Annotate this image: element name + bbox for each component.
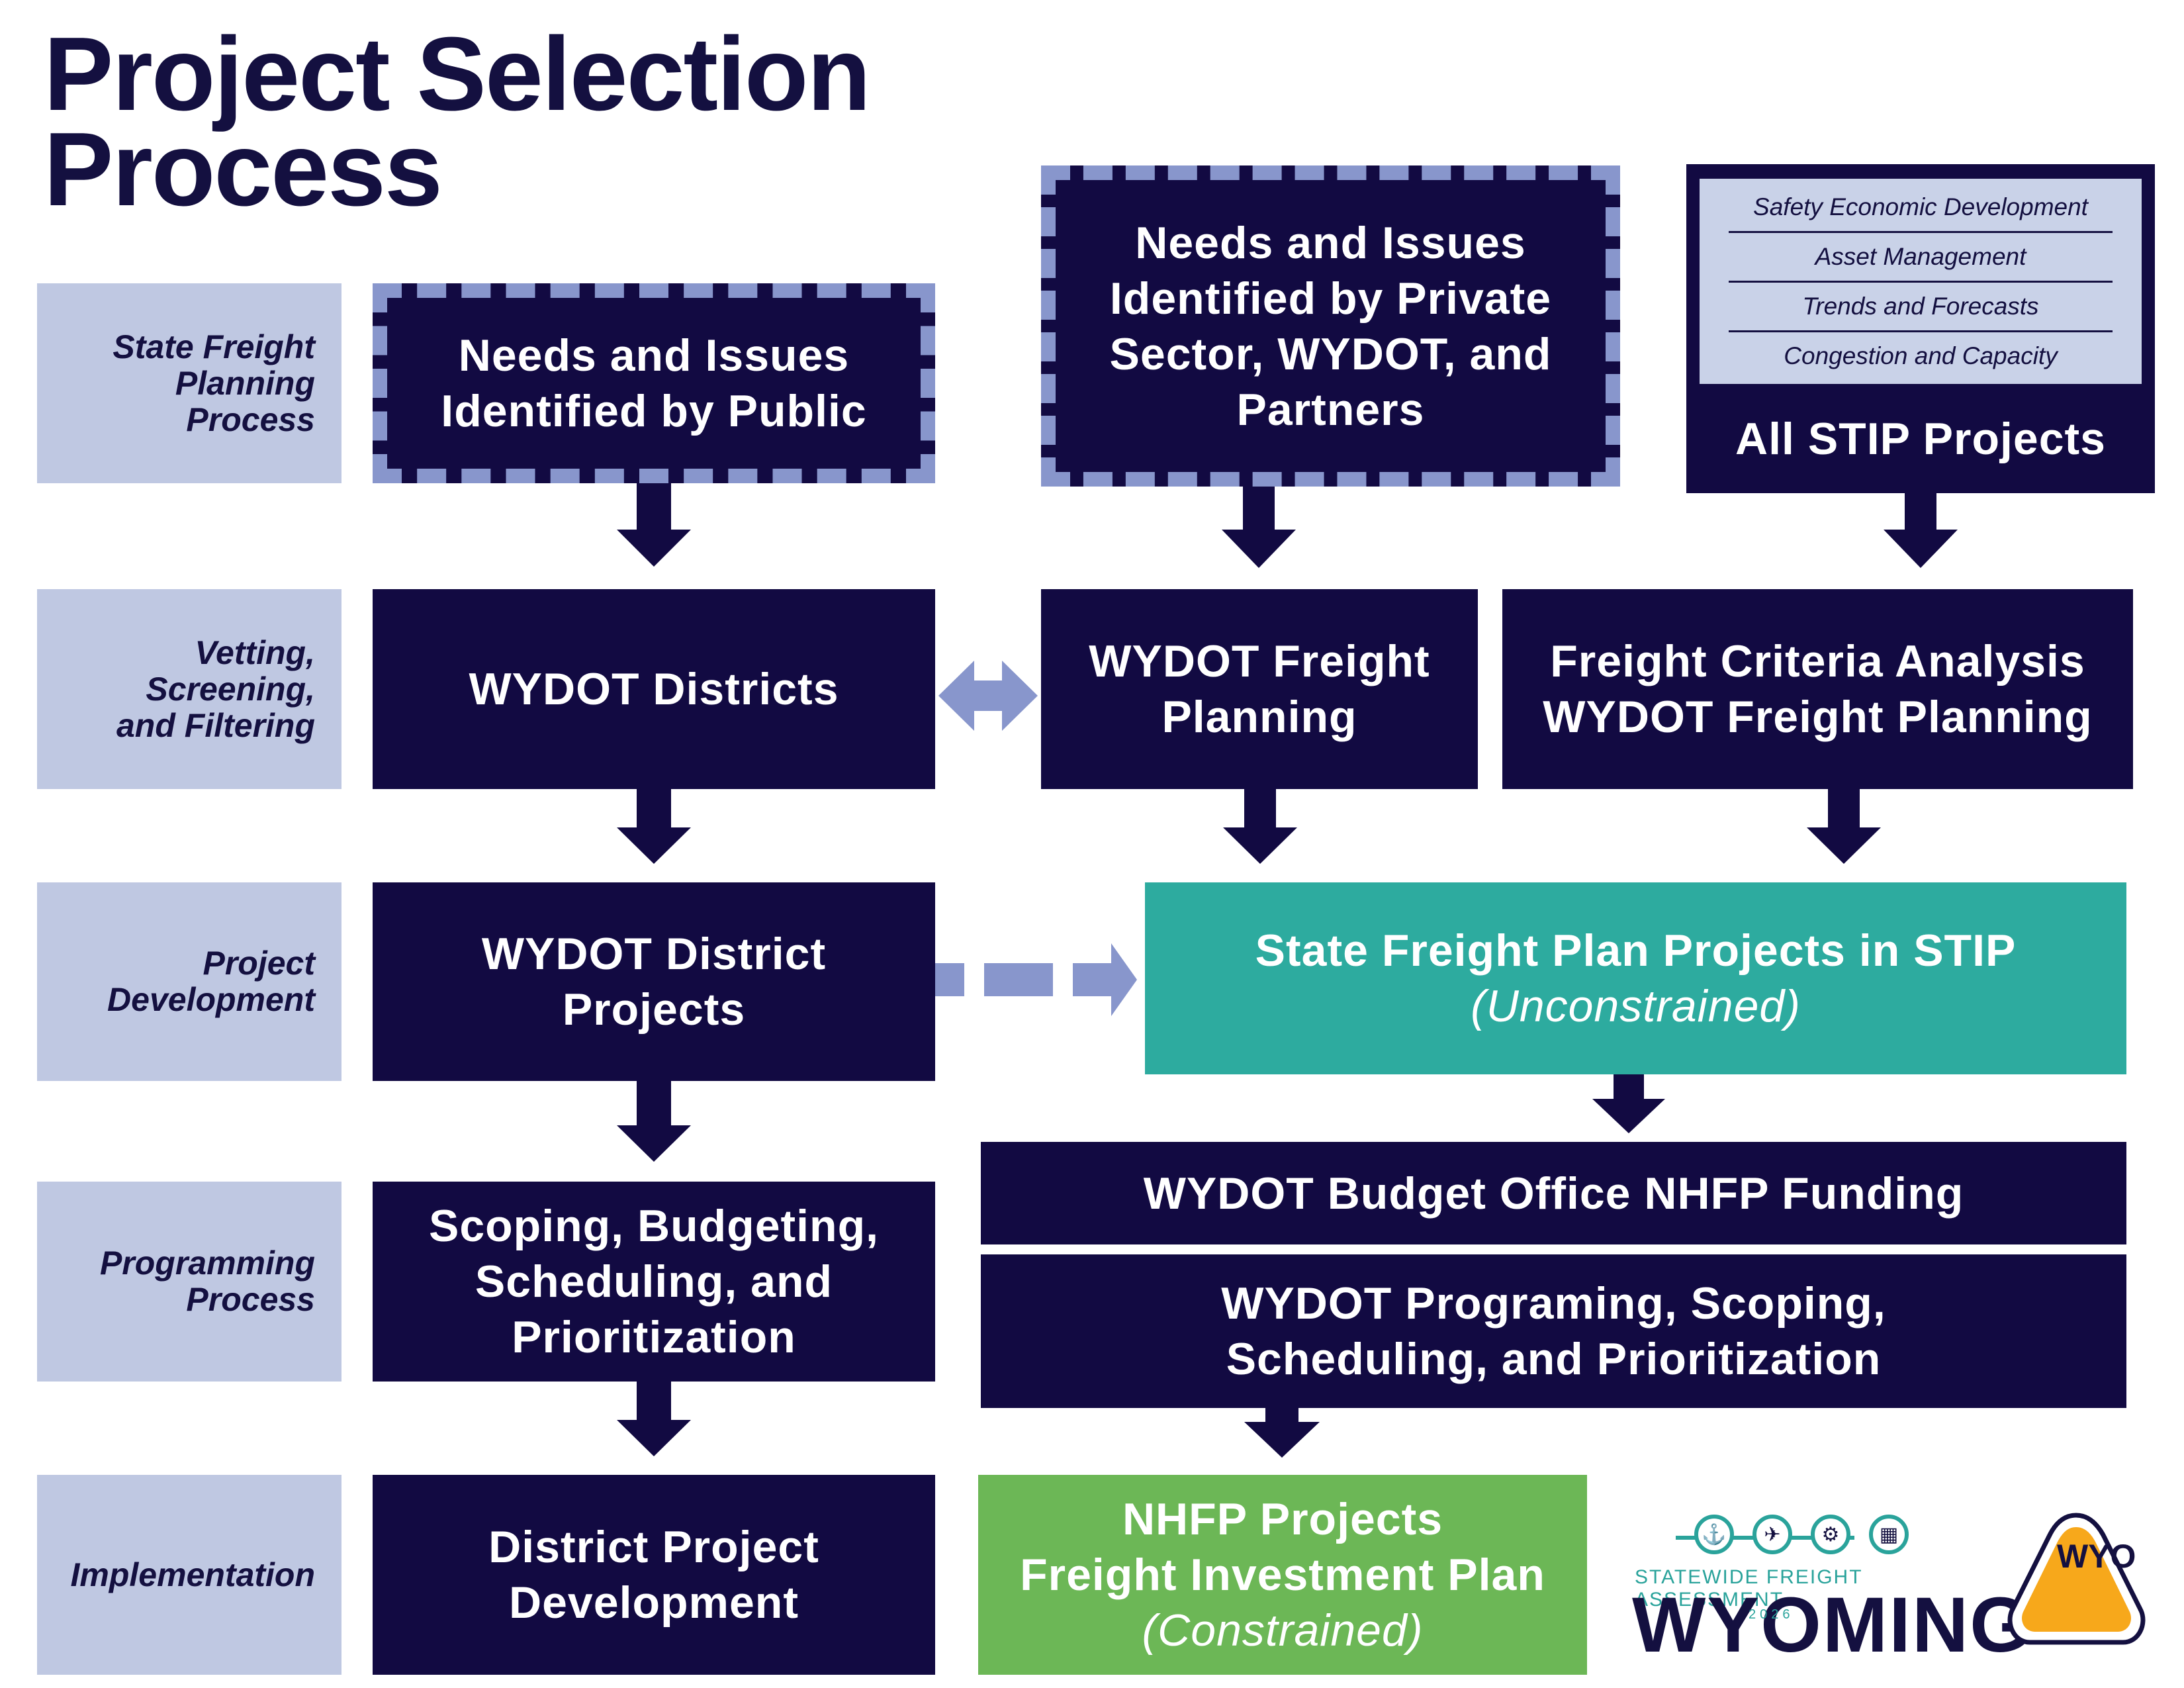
criteria-item: Safety Economic Development — [1729, 183, 2113, 233]
seal-text: WYO — [2057, 1538, 2136, 1575]
box-subtitle: (Constrained) — [1142, 1605, 1424, 1656]
box-line: Partners — [1236, 384, 1425, 435]
box-line: WYDOT Districts — [469, 664, 839, 714]
box-line: Identified by Public — [441, 386, 867, 436]
stage-line: Project — [203, 945, 315, 982]
plane-icon: ✈ — [1752, 1515, 1792, 1554]
stip-box: Safety Economic Development Asset Manage… — [1686, 164, 2155, 493]
arrow-down — [1807, 789, 1881, 864]
needs-public-box: Needs and Issues Identified by Public — [373, 283, 935, 483]
criteria-item: Congestion and Capacity — [1784, 342, 2058, 369]
dashed-arrow — [935, 943, 1137, 1016]
page-title: Project Selection Process — [44, 16, 871, 228]
box-line: NHFP Projects — [1122, 1494, 1443, 1544]
wyoming-freight-logo: ⚓ ✈ ⚙ ▦ STATEWIDE FREIGHT ASSESSMENT WYO… — [1632, 1515, 2030, 1664]
box-line: WYDOT District — [481, 929, 827, 979]
state-freight-plan-box: State Freight Plan Projects in STIP (Unc… — [1145, 882, 2126, 1074]
box-line: Needs and Issues — [1135, 217, 1526, 268]
district-project-development-box: District Project Development — [373, 1475, 935, 1675]
logo-wordmark: WYOMING — [1632, 1581, 2032, 1669]
double-arrow — [938, 661, 1038, 731]
scoping-budgeting-box: Scoping, Budgeting, Scheduling, and Prio… — [373, 1182, 935, 1382]
arrow-down — [1244, 1408, 1320, 1458]
arrow-down — [1592, 1074, 1665, 1133]
wydot-programming-box: WYDOT Programing, Scoping, Scheduling, a… — [981, 1254, 2126, 1408]
pipeline-icon: ⚙ — [1811, 1515, 1850, 1554]
stage-label-programming: Programming Process — [37, 1182, 341, 1382]
arrow-down — [1223, 789, 1297, 864]
box-line: Scheduling, and — [475, 1256, 833, 1307]
title-line2: Process — [44, 111, 443, 228]
wydot-districts-box: WYDOT Districts — [373, 589, 935, 789]
stage-label-project-development: Project Development — [37, 882, 341, 1081]
arrow-down — [1884, 493, 1958, 568]
box-line: Scheduling, and Prioritization — [1226, 1334, 1882, 1384]
box-line: Scoping, Budgeting, — [428, 1201, 880, 1251]
logo-year: 2026 — [1749, 1607, 1794, 1622]
stage-line: State Freight — [113, 328, 315, 365]
wydot-seal-logo: WYO — [2005, 1511, 2148, 1647]
needs-private-box: Needs and Issues Identified by Private S… — [1041, 165, 1620, 487]
train-icon: ⚓ — [1694, 1515, 1734, 1554]
stage-line: Vetting, — [195, 633, 315, 671]
box-line: District Project — [488, 1522, 819, 1572]
arrow-down — [1222, 487, 1296, 568]
logo-subtitle: STATEWIDE FREIGHT ASSESSMENT — [1635, 1566, 1863, 1611]
truck-icon: ▦ — [1869, 1515, 1909, 1554]
nhfp-projects-box: NHFP Projects Freight Investment Plan (C… — [978, 1475, 1587, 1675]
stage-line: Screening, — [146, 670, 315, 708]
box-line: Projects — [562, 984, 746, 1035]
stage-line: Process — [186, 400, 315, 438]
box-line: WYDOT Programing, Scoping, — [1221, 1278, 1886, 1329]
box-line: Prioritization — [512, 1312, 796, 1362]
box-line: Freight Criteria Analysis — [1550, 636, 2085, 686]
box-line: WYDOT Budget Office NHFP Funding — [1143, 1168, 1964, 1219]
box-line: WYDOT Freight Planning — [1543, 692, 2093, 742]
title-line1: Project Selection — [44, 16, 871, 132]
wydot-district-projects-box: WYDOT District Projects — [373, 882, 935, 1081]
arrow-down — [617, 1081, 691, 1162]
box-subtitle: (Unconstrained) — [1471, 981, 1801, 1031]
box-line: Freight Investment Plan — [1020, 1550, 1545, 1600]
arrow-down — [617, 1382, 691, 1456]
wydot-freight-planning-box: WYDOT Freight Planning — [1041, 589, 1478, 789]
stage-line: Development — [107, 981, 315, 1018]
criteria-panel: Safety Economic Development Asset Manage… — [1700, 179, 2142, 384]
box-line: Planning — [1161, 692, 1357, 742]
stage-label-vetting: Vetting, Screening, and Filtering — [37, 589, 341, 789]
criteria-item: Trends and Forecasts — [1729, 283, 2113, 332]
box-line: Sector, WYDOT, and — [1109, 328, 1552, 379]
arrow-down — [617, 789, 691, 864]
box-line: Development — [509, 1577, 799, 1628]
box-line: Needs and Issues — [458, 330, 850, 381]
box-line: WYDOT Freight — [1089, 636, 1430, 686]
stage-line: Planning — [175, 364, 315, 402]
budget-office-box: WYDOT Budget Office NHFP Funding — [981, 1142, 2126, 1244]
stage-label-implementation: Implementation — [37, 1475, 341, 1675]
box-line: State Freight Plan Projects in STIP — [1255, 925, 2017, 976]
stage-line: Process — [186, 1281, 315, 1318]
seal-shape — [2007, 1513, 2146, 1645]
stage-line: and Filtering — [116, 706, 315, 744]
stage-label-state-freight-planning: State Freight Planning Process — [37, 283, 341, 483]
stip-label: All STIP Projects — [1735, 413, 2106, 464]
box-line: Identified by Private — [1109, 273, 1552, 324]
arrow-down — [617, 483, 691, 567]
freight-criteria-analysis-box: Freight Criteria Analysis WYDOT Freight … — [1502, 589, 2133, 789]
stage-line: Programming — [99, 1244, 315, 1282]
stage-line: Implementation — [70, 1556, 315, 1593]
criteria-item: Asset Management — [1729, 233, 2113, 283]
